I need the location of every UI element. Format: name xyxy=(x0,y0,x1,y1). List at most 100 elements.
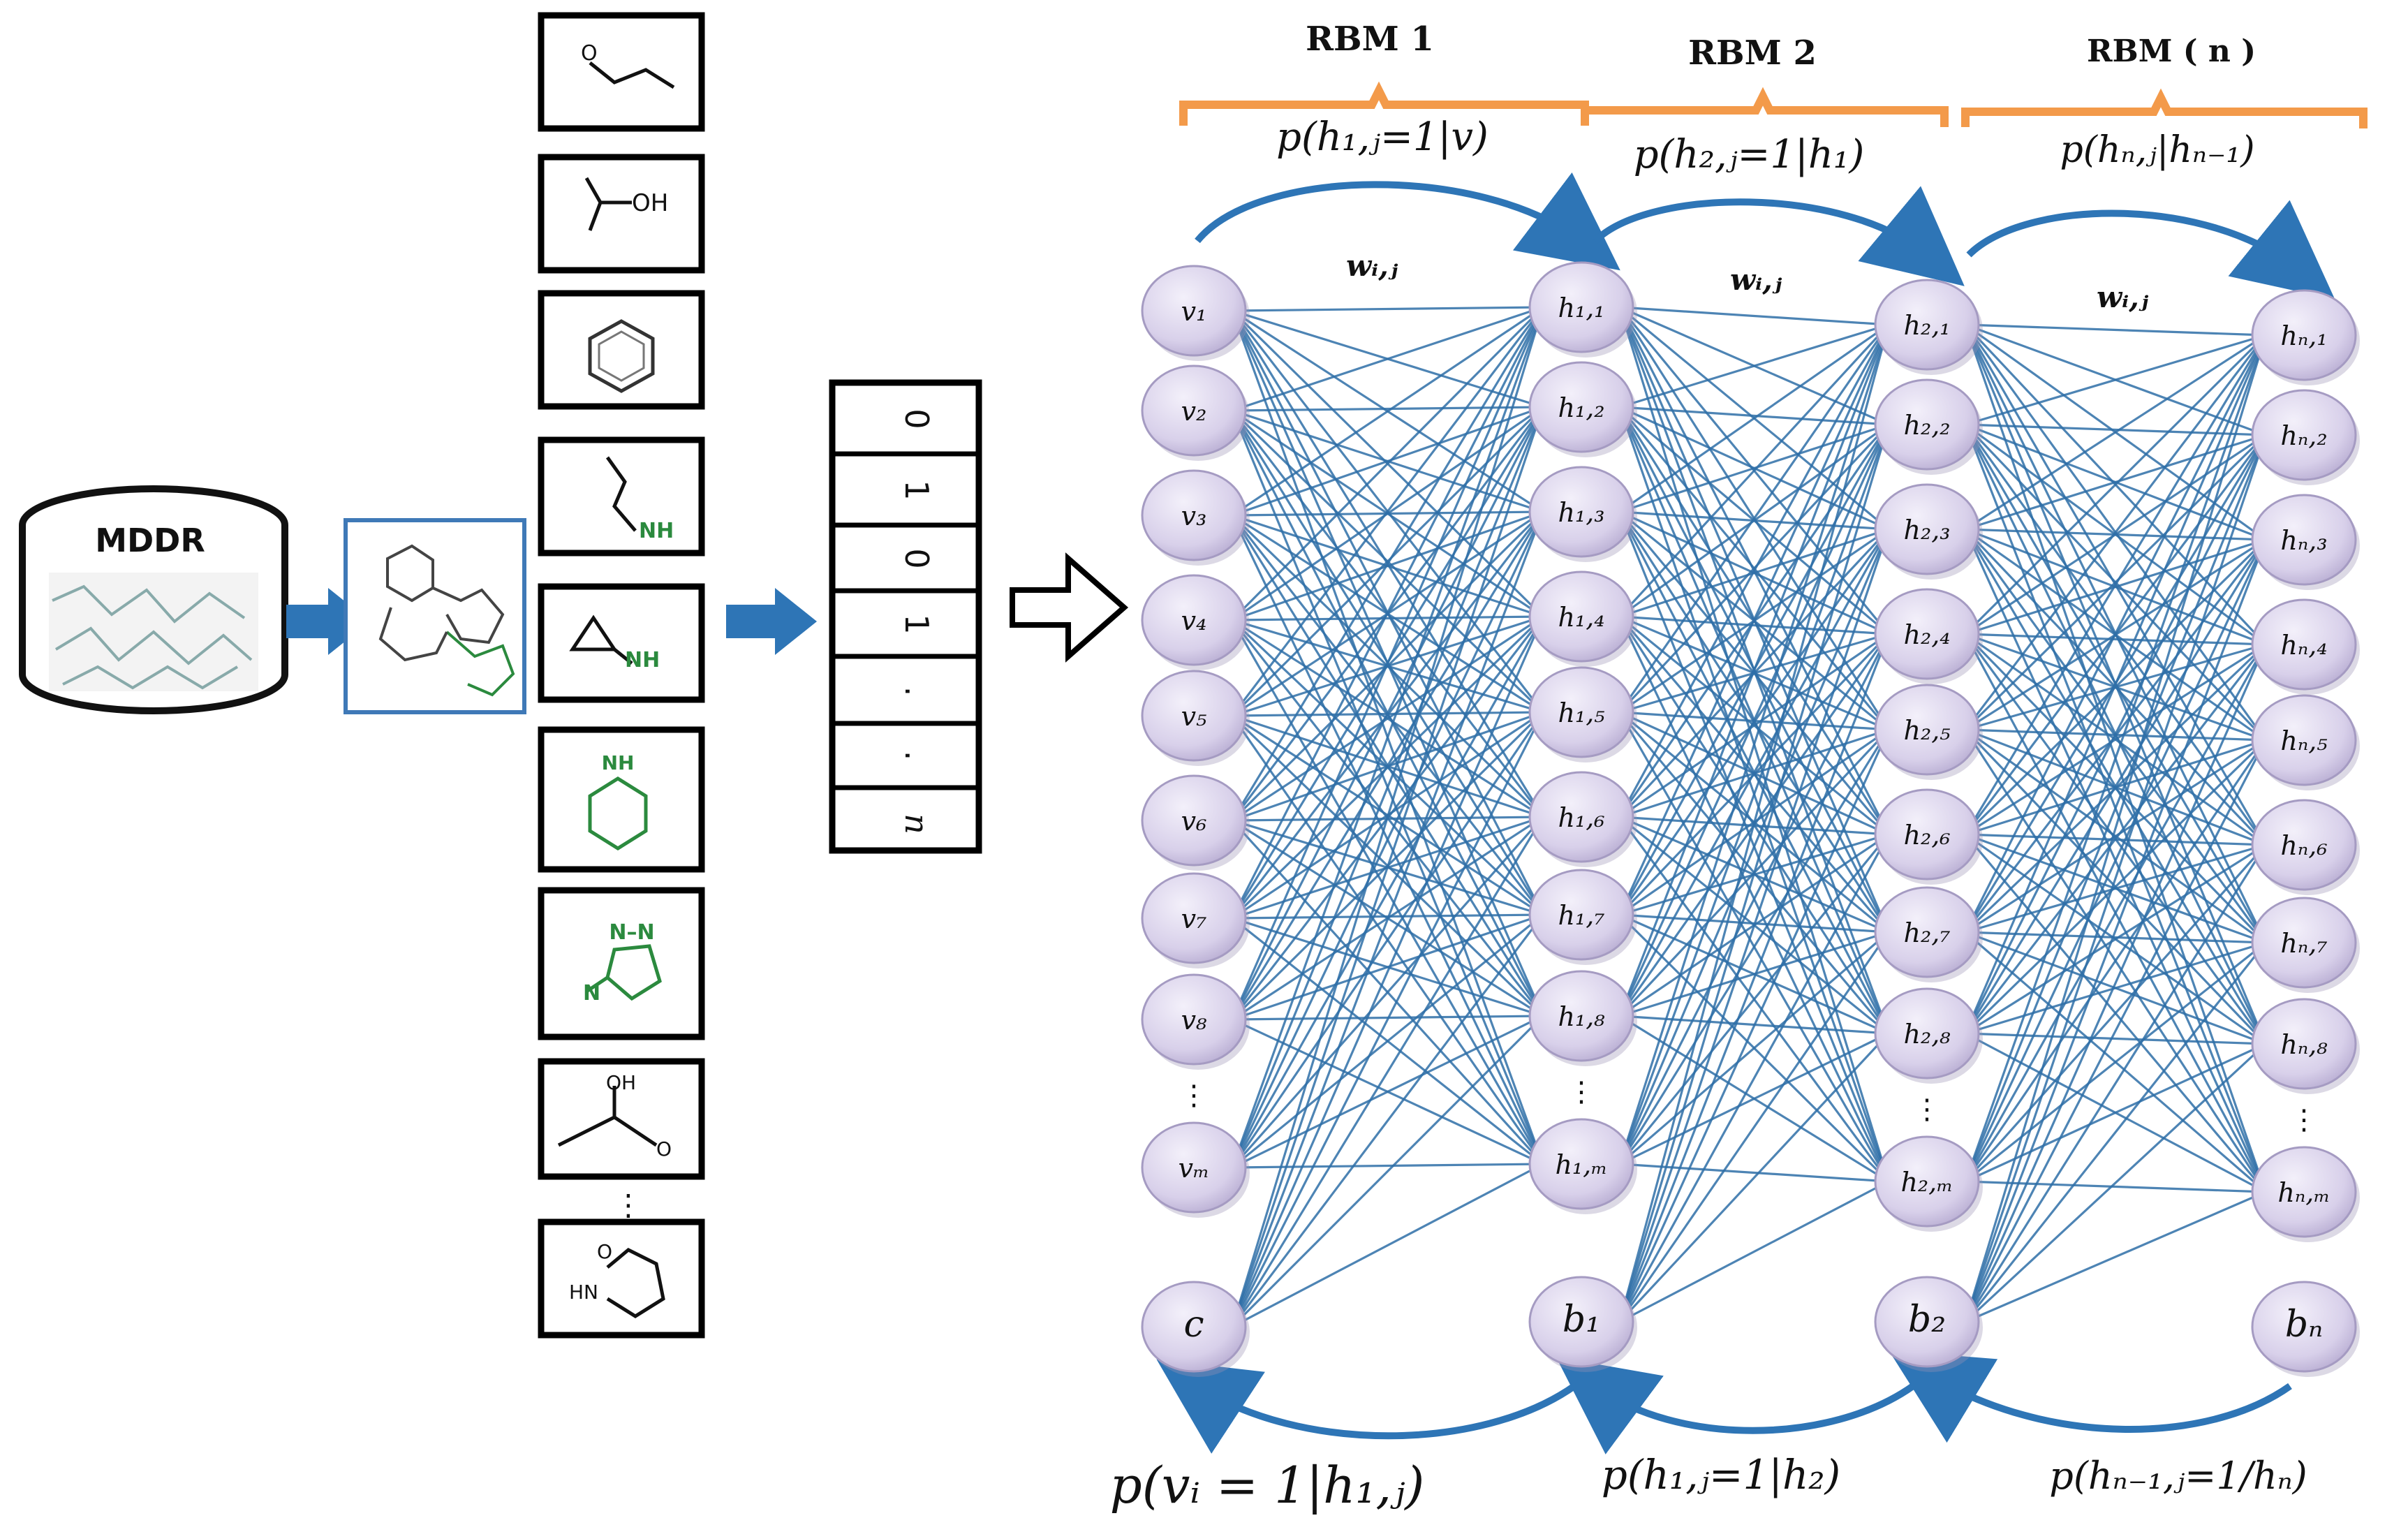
edge-2-8-6 xyxy=(1965,941,2266,1183)
visible-node-6-circle xyxy=(1141,774,1247,867)
edge-1-8-4 xyxy=(1618,729,1890,1165)
hidden-2-node-5-circle xyxy=(1874,684,1980,776)
edge-2-4-0 xyxy=(1964,334,2267,730)
edge-0-9-7 xyxy=(1231,1015,1544,1328)
edge-0-3-0 xyxy=(1231,306,1544,621)
hidden-1-bias-circle xyxy=(1528,1276,1634,1368)
hidden-2-node-4-circle xyxy=(1874,588,1980,680)
hidden-1-node-1-circle xyxy=(1528,261,1634,353)
hidden-2-node-1: h₂,₁ xyxy=(1874,279,1983,375)
rbm-1-bracket xyxy=(1179,81,1589,126)
edge-0-8-6 xyxy=(1231,913,1544,1169)
top-arrow-1 xyxy=(1195,172,1620,271)
hidden-2-node-3: h₂,₃ xyxy=(1874,483,1983,580)
fragment-9: HN O xyxy=(538,1218,705,1339)
hidden-n-node-9-circle xyxy=(2251,1146,2357,1238)
edge-1-4-0 xyxy=(1618,324,1890,713)
visible-node-8: v₈ xyxy=(1141,973,1250,1070)
edge-1-8-8 xyxy=(1619,1163,1889,1183)
visible-node-6-label: v₆ xyxy=(1181,806,1207,837)
edge-2-4-1 xyxy=(1964,434,2267,731)
hidden-n-node-7-label: hₙ,₇ xyxy=(2280,928,2327,959)
bottom-formulas: p(vᵢ = 1|h₁,ⱼ) p(h₁,ⱼ=1|h₂) p(hₙ₋₁,ⱼ=1/h… xyxy=(1110,1451,2307,1515)
hidden-2-node-1-label: h₂,₁ xyxy=(1903,310,1950,341)
hidden-1-node-3-circle xyxy=(1528,466,1634,558)
edge-2-7-6 xyxy=(1965,941,2266,1035)
hidden-2-node-7: h₂,₇ xyxy=(1874,886,1983,982)
edge-0-9-1 xyxy=(1231,406,1544,1327)
edge-2-9-6 xyxy=(1964,942,2267,1323)
hidden-1-node-7-label: h₁,₇ xyxy=(1558,900,1604,931)
fragment-4: NH xyxy=(538,436,705,557)
hidden-2-node-2-circle xyxy=(1874,378,1980,471)
visible-node-4: v₄ xyxy=(1141,574,1250,670)
edge-2-9-8 xyxy=(1965,1191,2266,1323)
hidden-n-node-9: hₙ,ₘ xyxy=(2251,1146,2360,1242)
hidden-n-node-1: hₙ,₁ xyxy=(2251,289,2360,385)
edge-0-8-5 xyxy=(1231,816,1544,1169)
weight-label-3: wᵢ,ⱼ xyxy=(2097,280,2149,314)
hidden-2-node-7-label: h₂,₇ xyxy=(1903,918,1950,948)
fingerprint-cell-6: n xyxy=(898,813,936,834)
molecule-image xyxy=(344,518,526,714)
edge-2-8-1 xyxy=(1964,434,2267,1182)
database-molecules-lines xyxy=(52,584,253,690)
hidden-2-bias-circle xyxy=(1874,1276,1980,1368)
edge-2-7-3 xyxy=(1964,644,2267,1034)
hidden-1-node-6-circle xyxy=(1528,771,1634,863)
hidden-1-node-9: h₁,ₘ xyxy=(1528,1118,1637,1214)
bottom-formula-3: p(hₙ₋₁,ⱼ=1/hₙ) xyxy=(2049,1454,2307,1498)
edge-2-2-0 xyxy=(1965,334,2266,531)
edge-0-8-8 xyxy=(1232,1163,1544,1169)
edge-0-9-3 xyxy=(1231,616,1544,1327)
edge-2-8-3 xyxy=(1964,644,2267,1182)
hidden-1-node-1: h₁,₁ xyxy=(1528,261,1637,358)
hidden-n-node-6-label: hₙ,₆ xyxy=(2280,830,2327,861)
visible-node-8-circle xyxy=(1141,973,1247,1066)
hidden-n-node-1-label: hₙ,₁ xyxy=(2280,321,2327,351)
edge-2-6-4 xyxy=(1965,739,2266,934)
hidden-n-node-8: hₙ,₈ xyxy=(2251,998,2360,1094)
visible-node-4-label: v₄ xyxy=(1181,605,1207,636)
visible-node-5: v₅ xyxy=(1141,670,1250,766)
visible-node-7: v₇ xyxy=(1141,872,1250,968)
hidden-n-ellipsis: ⋮ xyxy=(2290,1104,2318,1136)
edge-2-7-1 xyxy=(1964,434,2267,1034)
fragment-1-label: O xyxy=(581,41,598,66)
bottom-curved-arrows xyxy=(1156,1350,2292,1454)
edge-2-9-5 xyxy=(1964,844,2267,1323)
fragment-9-label: HN xyxy=(569,1281,598,1304)
fingerprint-cell-4: . xyxy=(898,686,936,697)
hidden-n-node-6: hₙ,₆ xyxy=(2251,799,2360,895)
edge-2-7-7 xyxy=(1965,1032,2266,1045)
visible-node-2: v₂ xyxy=(1141,364,1250,461)
edge-2-9-2 xyxy=(1964,539,2267,1323)
fingerprint-cell-0: 0 xyxy=(898,408,936,429)
edge-2-9-0 xyxy=(1964,334,2267,1323)
hidden-n-node-1-circle xyxy=(2251,289,2357,381)
hidden-n-node-5: hₙ,₅ xyxy=(2251,694,2360,790)
hidden-2-node-9: h₂,ₘ xyxy=(1874,1135,1983,1232)
hidden-n-node-2: hₙ,₂ xyxy=(2251,389,2360,485)
hidden-2-node-6-label: h₂,₆ xyxy=(1903,820,1950,850)
hidden-2-node-4-label: h₂,₄ xyxy=(1903,619,1950,650)
edge-1-8-6 xyxy=(1618,931,1890,1165)
edge-1-7-1 xyxy=(1618,424,1890,1017)
bottom-arrow-2 xyxy=(1556,1357,1915,1454)
fragment-7-label: N–N xyxy=(609,920,654,945)
hidden-1-node-3: h₁,₃ xyxy=(1528,466,1637,562)
edge-0-9-0 xyxy=(1231,307,1544,1327)
edge-0-9-6 xyxy=(1231,914,1544,1327)
hidden-1-node-8: h₁,₈ xyxy=(1528,970,1637,1066)
hidden-2-node-8-label: h₂,₈ xyxy=(1903,1019,1951,1049)
edge-2-5-0 xyxy=(1964,334,2267,835)
rbm-2-bracket xyxy=(1581,87,1949,127)
hidden-1-node-1-label: h₁,₁ xyxy=(1558,293,1604,323)
weight-label-2: wᵢ,ⱼ xyxy=(1730,263,1782,297)
edge-2-9-1 xyxy=(1964,434,2267,1323)
hidden-2-node-6: h₂,₆ xyxy=(1874,788,1983,885)
fragment-7: N–N N xyxy=(538,887,705,1040)
edge-1-9-7 xyxy=(1618,1032,1890,1323)
rbm-n-bracket xyxy=(1961,88,2368,128)
